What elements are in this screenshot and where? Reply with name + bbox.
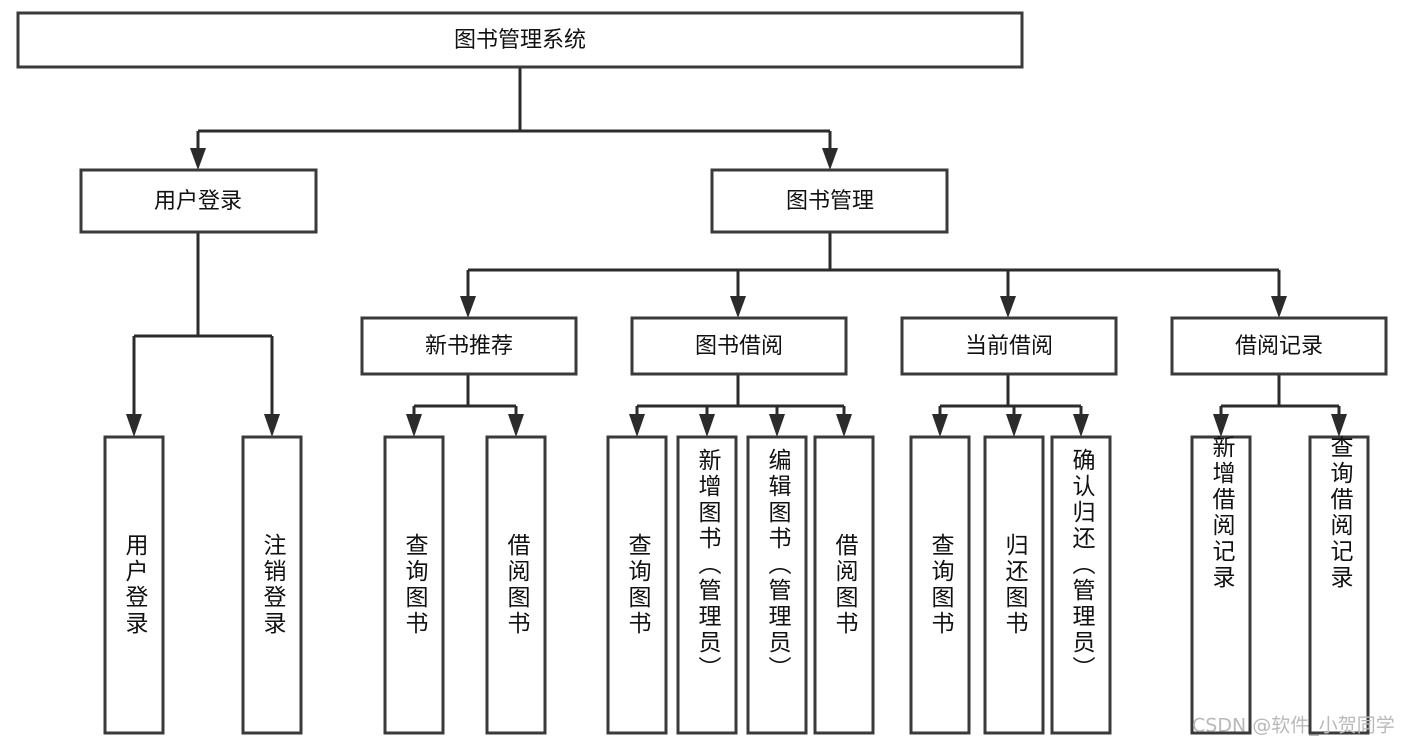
arrow-head-user-login bbox=[190, 148, 206, 170]
leaf-user-login[interactable]: 用户登录 bbox=[103, 435, 165, 735]
leaf-logout-login[interactable]: 注销登录 bbox=[241, 435, 303, 735]
node-current-borrow[interactable]: 当前借阅 bbox=[900, 316, 1118, 376]
node-root-box[interactable] bbox=[16, 11, 1024, 69]
arrow-head-leaf-return-book bbox=[1006, 414, 1022, 437]
arrow-head-current-borrow bbox=[1000, 296, 1016, 318]
arrow-head-borrow-record bbox=[1271, 296, 1287, 318]
node-root[interactable]: 图书管理系统 bbox=[16, 11, 1024, 69]
leaf-edit-book-admin[interactable]: 编辑图书（管理员） bbox=[746, 435, 808, 735]
leaf-borrow-book-2-box[interactable] bbox=[813, 435, 875, 735]
node-user-login[interactable]: 用户登录 bbox=[79, 168, 318, 234]
arrow-head-book-manage bbox=[822, 148, 838, 170]
arrow-head-leaf-user-login bbox=[126, 414, 142, 437]
leaf-add-book-admin[interactable]: 新增图书（管理员） bbox=[676, 435, 738, 735]
csdn-watermark: CSDN @软件_小贺同学 bbox=[1192, 715, 1395, 737]
connector-layer bbox=[126, 67, 1347, 437]
node-user-login-label: 用户登录 bbox=[154, 189, 242, 214]
arrow-head-leaf-add-borrow-record bbox=[1213, 414, 1229, 437]
node-book-manage-label: 图书管理 bbox=[786, 189, 874, 214]
arrow-head-leaf-add-book-admin bbox=[699, 414, 715, 437]
leaf-query-borrow-record[interactable]: 查询借阅记录 bbox=[1308, 435, 1370, 735]
leaf-query-book-3[interactable]: 查询图书 bbox=[909, 435, 971, 735]
leaf-add-borrow-record-label: 新增借阅记录 bbox=[1208, 435, 1236, 591]
leaf-add-borrow-record-box[interactable] bbox=[1190, 435, 1252, 735]
arrow-head-leaf-query-book-2 bbox=[629, 414, 645, 437]
node-book-manage[interactable]: 图书管理 bbox=[710, 168, 949, 234]
leaf-logout-login-label: 注销登录 bbox=[259, 533, 287, 637]
leaf-borrow-book-2[interactable]: 借阅图书 bbox=[813, 435, 875, 735]
node-new-book-recommend-box[interactable] bbox=[360, 316, 578, 376]
leaf-borrow-book-1-label: 借阅图书 bbox=[503, 533, 531, 637]
leaf-user-login-box[interactable] bbox=[103, 435, 165, 735]
arrow-head-leaf-borrow-book-2 bbox=[836, 414, 852, 437]
leaf-return-book-label: 归还图书 bbox=[1001, 533, 1029, 637]
leaf-query-book-2-label: 查询图书 bbox=[624, 533, 652, 637]
leaf-query-book-1-label: 查询图书 bbox=[401, 533, 429, 637]
arrow-head-leaf-query-borrow-record bbox=[1331, 414, 1347, 437]
arrow-head-leaf-edit-book-admin bbox=[769, 414, 785, 437]
leaf-edit-book-admin-box[interactable] bbox=[746, 435, 808, 735]
node-book-borrow-box[interactable] bbox=[630, 316, 848, 376]
leaf-query-borrow-record-label: 查询借阅记录 bbox=[1326, 435, 1354, 591]
node-user-login-box[interactable] bbox=[79, 168, 318, 234]
leaf-query-book-1-box[interactable] bbox=[383, 435, 445, 735]
leaf-query-book-3-label: 查询图书 bbox=[927, 533, 955, 637]
leaf-add-book-admin-box[interactable] bbox=[676, 435, 738, 735]
node-book-manage-box[interactable] bbox=[710, 168, 949, 234]
node-book-borrow[interactable]: 图书借阅 bbox=[630, 316, 848, 376]
node-new-book-recommend-label: 新书推荐 bbox=[425, 334, 513, 359]
arrow-head-book-borrow bbox=[730, 296, 746, 318]
leaf-user-login-label: 用户登录 bbox=[121, 533, 149, 637]
leaf-confirm-return-admin-box[interactable] bbox=[1050, 435, 1112, 735]
node-current-borrow-box[interactable] bbox=[900, 316, 1118, 376]
leaf-return-book[interactable]: 归还图书 bbox=[983, 435, 1045, 735]
leaf-borrow-book-1[interactable]: 借阅图书 bbox=[485, 435, 547, 735]
leaf-add-book-admin-label: 新增图书（管理员） bbox=[694, 448, 722, 682]
leaf-query-borrow-record-box[interactable] bbox=[1308, 435, 1370, 735]
leaf-logout-login-box[interactable] bbox=[241, 435, 303, 735]
leaf-add-borrow-record[interactable]: 新增借阅记录 bbox=[1190, 435, 1252, 735]
node-borrow-record[interactable]: 借阅记录 bbox=[1170, 316, 1388, 376]
leaf-return-book-box[interactable] bbox=[983, 435, 1045, 735]
leaf-edit-book-admin-label: 编辑图书（管理员） bbox=[764, 448, 792, 682]
leaf-query-book-3-box[interactable] bbox=[909, 435, 971, 735]
leaf-query-book-2[interactable]: 查询图书 bbox=[606, 435, 668, 735]
node-book-borrow-label: 图书借阅 bbox=[695, 334, 783, 359]
arrow-head-leaf-query-book-1 bbox=[406, 414, 422, 437]
arrow-head-leaf-logout-login bbox=[264, 414, 280, 437]
arrow-head-new-book-recommend bbox=[460, 296, 476, 318]
node-root-label: 图书管理系统 bbox=[454, 28, 586, 53]
arrow-head-leaf-borrow-book-1 bbox=[508, 414, 524, 437]
leaf-confirm-return-admin[interactable]: 确认归还（管理员） bbox=[1050, 435, 1112, 735]
node-current-borrow-label: 当前借阅 bbox=[965, 334, 1053, 359]
arrow-head-leaf-confirm-return-admin bbox=[1073, 414, 1089, 437]
leaf-borrow-book-1-box[interactable] bbox=[485, 435, 547, 735]
node-borrow-record-box[interactable] bbox=[1170, 316, 1388, 376]
node-borrow-record-label: 借阅记录 bbox=[1235, 334, 1323, 359]
arrow-head-leaf-query-book-3 bbox=[932, 414, 948, 437]
leaf-query-book-2-box[interactable] bbox=[606, 435, 668, 735]
leaf-confirm-return-admin-label: 确认归还（管理员） bbox=[1068, 448, 1096, 682]
leaf-query-book-1[interactable]: 查询图书 bbox=[383, 435, 445, 735]
leaf-borrow-book-2-label: 借阅图书 bbox=[831, 533, 859, 637]
node-new-book-recommend[interactable]: 新书推荐 bbox=[360, 316, 578, 376]
